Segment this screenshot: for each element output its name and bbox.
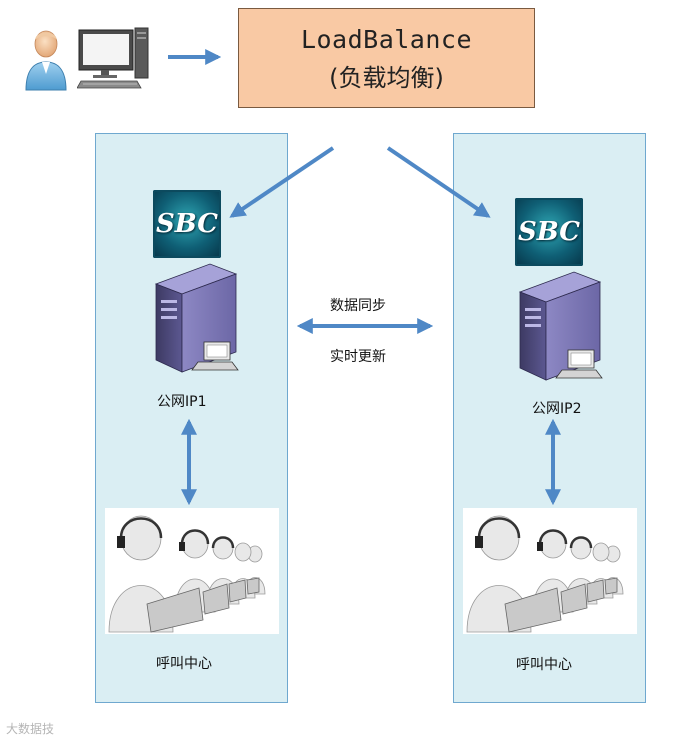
ip-label-left: 公网IP1	[157, 394, 207, 410]
call-center-label-right: 呼叫中心	[516, 657, 572, 673]
sync-label-line1: 数据同步	[330, 298, 386, 314]
call-center-illustration-left	[105, 508, 279, 634]
load-balancer-subtitle: (负载均衡)	[329, 64, 444, 92]
ip-label-right: 公网IP2	[532, 401, 582, 417]
desktop-computer-icon	[77, 27, 149, 89]
sync-label-line2: 实时更新	[330, 349, 386, 365]
load-balancer-title: LoadBalance	[300, 25, 473, 54]
sbc-logo-left: SBC	[153, 190, 221, 258]
server-icon	[154, 263, 239, 373]
call-center-illustration-right	[463, 508, 637, 634]
watermark: 大数据技	[6, 722, 55, 736]
user-icon	[25, 30, 67, 91]
sbc-logo-right: SBC	[515, 198, 583, 266]
server-icon	[518, 271, 603, 381]
call-center-label-left: 呼叫中心	[156, 656, 212, 672]
load-balancer-box: LoadBalance (负载均衡)	[238, 8, 535, 108]
arrow-loadbalancer-to-left	[229, 146, 335, 218]
call-center-agents-icon	[108, 515, 266, 633]
call-center-agents-icon	[466, 515, 624, 633]
arrow-loadbalancer-to-right	[386, 146, 491, 218]
